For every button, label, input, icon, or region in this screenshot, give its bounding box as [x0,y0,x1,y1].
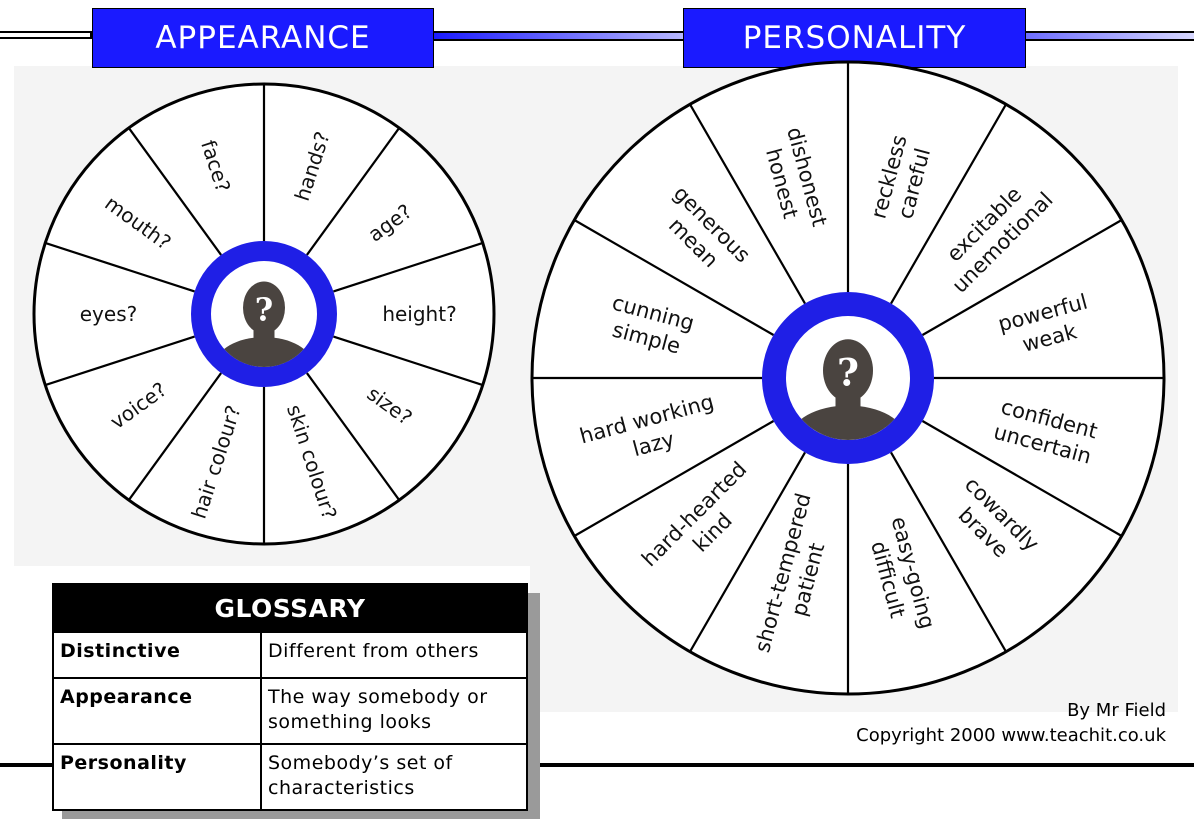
wheel-divider [890,103,1007,305]
question-mark: ? [837,351,859,395]
wheel-divider [921,420,1123,537]
glossary-row: Appearance The way somebody or something… [52,677,528,745]
glossary-definition: The way somebody or something looks [260,677,528,745]
wheel-segment-label: height? [382,302,456,326]
wheel-divider [127,372,222,501]
glossary-term: Distinctive [52,631,262,679]
glossary-row: Personality Somebody’s set of characteri… [52,743,528,811]
wheel-divider [921,219,1123,336]
wheel-segment-label: eyes? [80,302,137,326]
top-rule-right [1024,31,1194,41]
person-silhouette-icon [215,281,313,367]
glossary-term: Personality [52,743,262,811]
credit: By Mr Field Copyright 2000 www.teachit.c… [856,698,1166,748]
top-rule-middle [432,31,684,41]
glossary-title: GLOSSARY [53,584,527,632]
glossary-table: GLOSSARY Distinctive Different from othe… [52,583,528,811]
person-silhouette-icon [790,339,906,440]
wheel-divider [573,219,775,336]
personality-title: PERSONALITY [683,8,1026,68]
wheel-divider [890,451,1007,653]
bottom-rule-left [0,763,54,767]
top-rule-left [0,31,92,39]
wheel-divider [333,335,484,387]
appearance-title: APPEARANCE [92,8,434,68]
wheel-divider [306,372,401,501]
wheel-divider [44,241,195,293]
bottom-rule-right [538,763,1194,767]
glossary-definition: Somebody’s set of characteristics [260,743,528,811]
wheel-divider [689,103,806,305]
copyright-notice: Copyright 2000 www.teachit.co.uk [856,725,1166,746]
glossary-row: Distinctive Different from others [52,631,528,679]
wheel-divider [573,420,775,537]
glossary-definition: Different from others [260,631,528,679]
wheel-divider [333,241,484,293]
author-credit: By Mr Field [1067,700,1166,721]
wheel-divider [127,127,222,256]
appearance-wheel: hands?age?height?size?skin colour?hair c… [32,82,496,546]
wheel-divider [689,451,806,653]
glossary-term: Appearance [52,677,262,745]
question-mark: ? [255,291,273,328]
wheel-divider [306,127,401,256]
wheel-divider [44,335,195,387]
